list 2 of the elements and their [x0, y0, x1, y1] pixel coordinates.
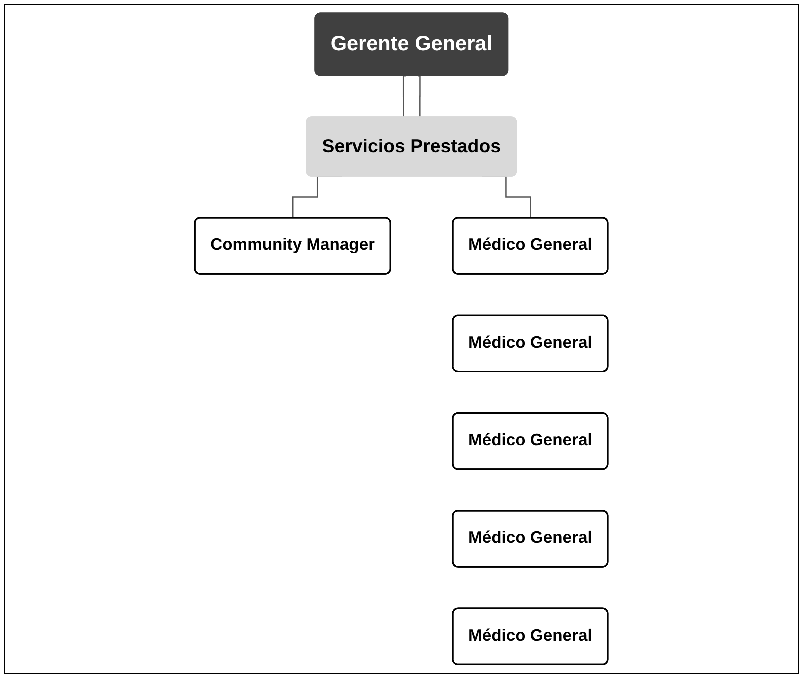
- connector: [418, 76, 421, 118]
- connector: [402, 76, 406, 118]
